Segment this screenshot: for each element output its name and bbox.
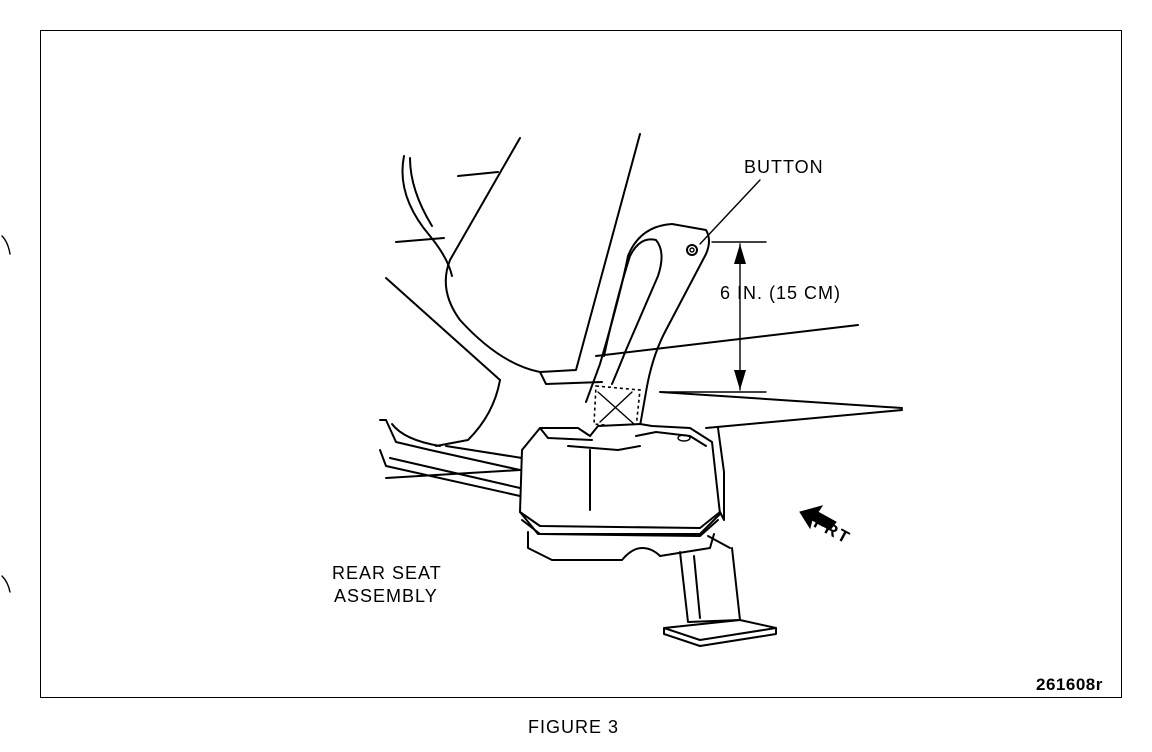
dimension-label: 6 IN. (15 CM)	[720, 283, 842, 303]
figure-frame	[40, 30, 1122, 698]
buckle-strap	[585, 223, 710, 429]
rear-seat-label-line1: REAR SEAT	[332, 563, 442, 583]
figure-caption: FIGURE 3	[528, 717, 620, 737]
floor-lines	[385, 324, 903, 479]
seat-back	[385, 133, 641, 447]
rear-seat-assembly-label: REAR SEAT ASSEMBLY	[332, 562, 442, 608]
dimension-arrow	[659, 241, 767, 393]
scan-mark-bottom	[1, 575, 11, 593]
scan-mark-top	[1, 235, 11, 255]
buckle-housing	[519, 423, 721, 561]
anchor-post	[663, 427, 777, 647]
button-label: BUTTON	[744, 157, 824, 177]
seat-rail	[379, 419, 523, 497]
arrow-icon	[799, 505, 837, 531]
rear-seat-label-line2: ASSEMBLY	[334, 586, 438, 606]
drawing-number: 261608r	[1036, 675, 1103, 694]
button-leader	[699, 179, 761, 245]
button-circle	[686, 244, 698, 256]
